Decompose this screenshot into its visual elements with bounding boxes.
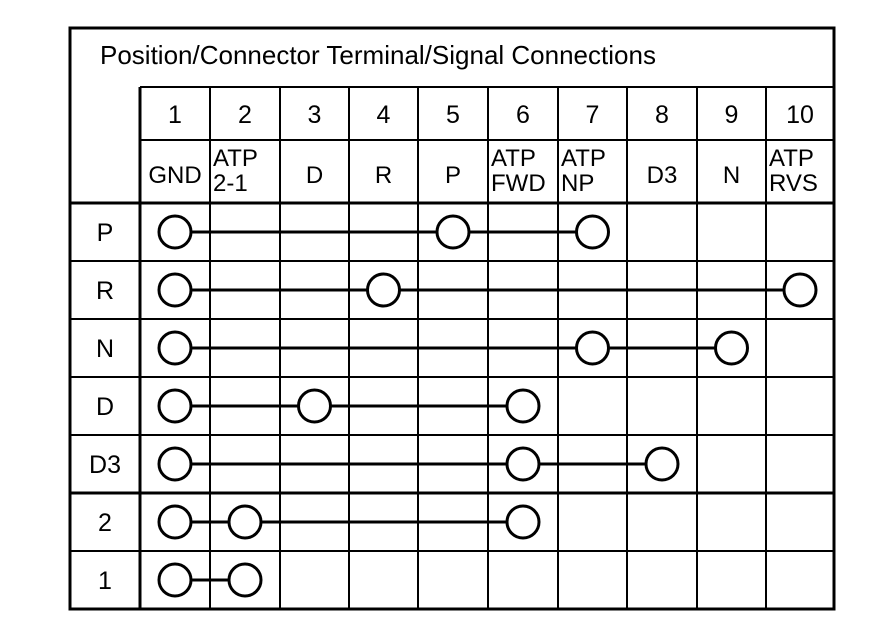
terminal-number: 2 [238,101,252,129]
terminal-signal: D [306,162,323,189]
terminal-connection-dot [575,330,610,366]
connection-row [157,504,541,540]
position-label: N [96,335,114,363]
terminal-number: 9 [725,101,739,129]
terminal-connection-dot [157,504,193,540]
terminal-number: 4 [377,101,391,129]
terminal-connection-dot [157,388,193,424]
terminal-connection-dot [157,214,193,250]
position-label: R [96,277,114,305]
terminal-connection-dot [505,388,541,424]
terminal-signal: P [445,162,461,189]
connection-row [157,214,610,250]
terminal-header: 1GND2ATP2-13D4R5P6ATPFWD7ATPNP8D39N10ATP… [148,101,818,197]
terminal-connection-dot [505,504,541,540]
position-label: D3 [89,451,121,479]
terminal-connection-dot [505,446,541,482]
connection-row [157,272,818,308]
terminal-number: 3 [308,101,322,129]
terminal-number: 7 [586,101,600,129]
connection-row [157,330,749,366]
position-label: P [97,219,114,247]
terminal-number: 5 [446,101,460,129]
terminal-number: 6 [516,101,530,129]
table-title: Position/Connector Terminal/Signal Conne… [100,40,656,70]
terminal-connection-dot [435,214,471,250]
terminal-connection-dot [157,446,193,482]
terminal-number: 10 [786,101,814,129]
position-label: D [96,393,114,421]
terminal-connection-dot [714,330,749,366]
terminal-signal: ATP [561,145,606,172]
terminal-connection-dot [575,214,610,250]
terminal-signal: 2-1 [213,170,248,197]
terminal-connection-dot [297,388,332,424]
position-label: 2 [98,509,112,537]
terminal-signal: NP [561,170,594,197]
terminal-connection-dot [227,562,263,598]
connection-row [157,562,263,598]
terminal-connection-dot [227,504,263,540]
terminal-connection-dot [157,272,193,308]
terminal-signal: ATP [213,145,258,172]
terminal-connection-dot [644,446,680,482]
terminal-connection-dot [157,562,193,598]
connection-row [157,388,541,424]
terminal-connection-dot [366,272,401,308]
terminal-signal: R [375,162,392,189]
terminal-signal: GND [148,162,201,189]
terminal-signal: D3 [647,162,678,189]
terminal-signal: RVS [769,170,818,197]
connection-rows [157,214,818,598]
terminal-connection-dot [157,330,193,366]
terminal-signal: ATP [769,145,814,172]
terminal-number: 8 [655,101,669,129]
terminal-connection-dot [782,272,818,308]
position-column: P R N D D3 2 1 [89,219,121,595]
terminal-signal: FWD [491,170,546,197]
terminal-signal: ATP [491,145,536,172]
connection-row [157,446,680,482]
terminal-signal: N [723,162,740,189]
position-label: 1 [98,567,112,595]
terminal-number: 1 [168,101,182,129]
